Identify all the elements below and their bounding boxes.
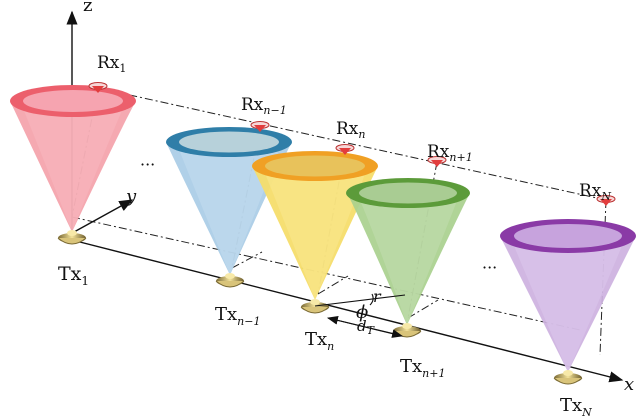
light-cone-N	[500, 219, 636, 372]
tx-label-n: Txn	[305, 329, 334, 353]
tx-label-N: TxN	[560, 395, 592, 416]
rx-device-N	[596, 195, 616, 206]
x-axis-label: x	[624, 374, 634, 395]
y-axis-label: y	[125, 186, 137, 207]
dT-label: dT	[357, 317, 376, 337]
tx-label-1: Tx1	[58, 263, 89, 288]
rx-label-n-plus-1: Rxn+1	[427, 142, 473, 164]
tx-device-N	[553, 370, 583, 385]
tx-device-n	[300, 299, 330, 314]
tx-device-n-minus-1	[215, 273, 245, 288]
rx-label-1: Rx1	[97, 53, 126, 75]
rx-label-N: RxN	[579, 181, 611, 203]
tx-device-1	[57, 230, 87, 245]
rx-device-n-minus-1	[250, 121, 270, 132]
light-cone-n	[252, 151, 378, 300]
tx-label-n-plus-1: Txn+1	[400, 356, 445, 380]
light-cone-1	[10, 85, 136, 232]
rx-label-n: Rxn	[336, 119, 365, 141]
geometry-annotation	[314, 293, 406, 338]
rx-device-n-plus-1	[427, 156, 447, 167]
ellipsis-left: ···	[140, 155, 155, 174]
light-cone-n-plus-1	[346, 178, 470, 325]
y-axis	[73, 199, 134, 233]
r-label: r	[373, 287, 382, 306]
rx-device-n	[335, 144, 355, 155]
x-axis	[71, 239, 624, 383]
phi-label: ϕ	[356, 302, 368, 323]
rx-label-n-minus-1: Rxn−1	[241, 95, 287, 117]
rx-device-1	[88, 82, 108, 93]
tx-label-n-minus-1: Txn−1	[215, 304, 260, 328]
z-axis-label: z	[83, 0, 92, 16]
ellipsis-right: ···	[482, 258, 497, 277]
